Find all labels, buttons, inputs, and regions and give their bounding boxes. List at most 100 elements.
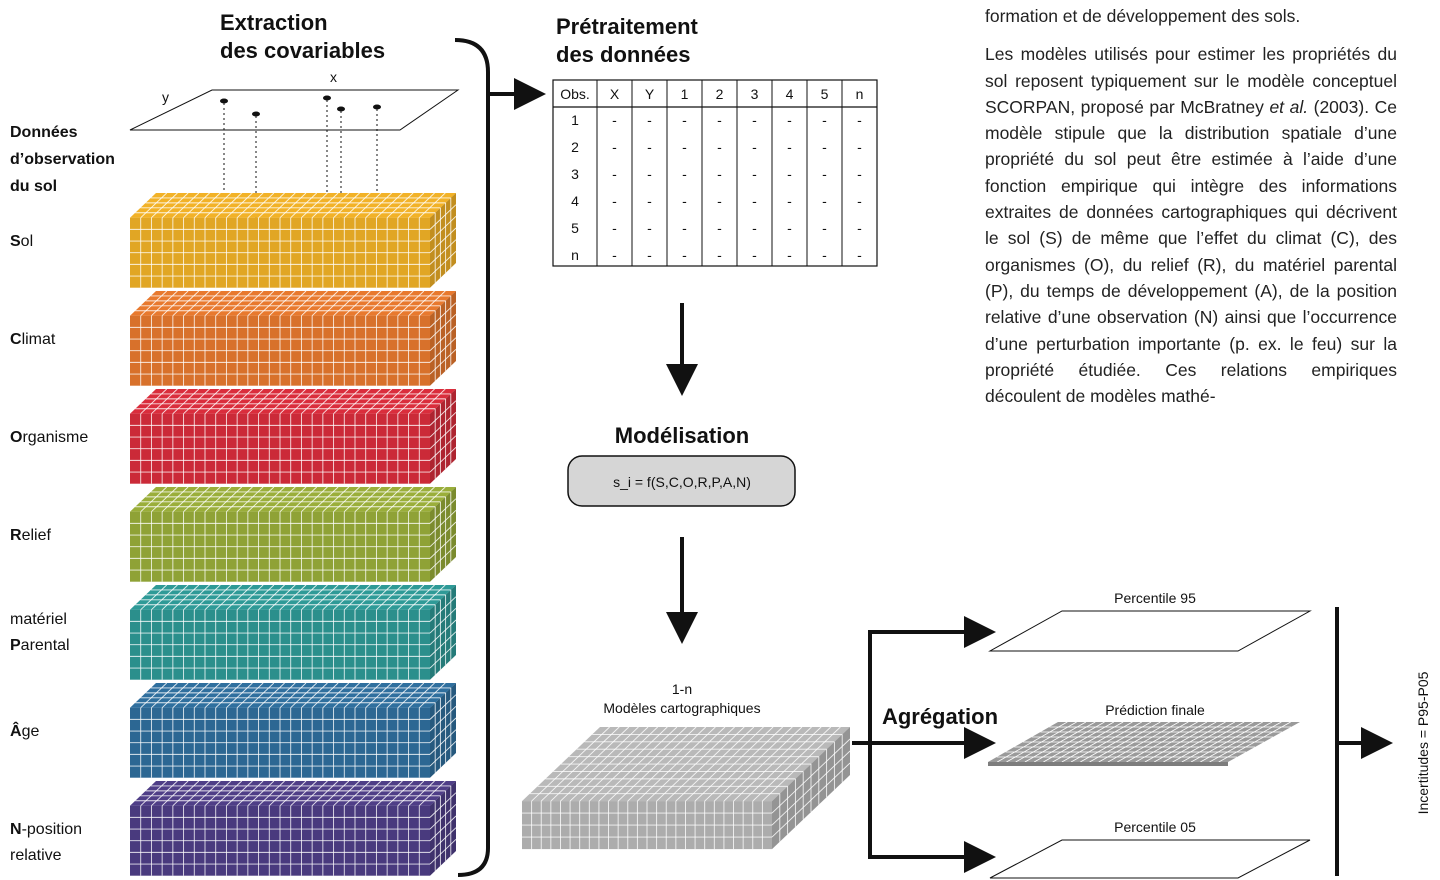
- observation-point: [252, 111, 260, 117]
- table-cell: -: [857, 220, 862, 236]
- table-cell: 3: [571, 166, 579, 182]
- table-cell: -: [717, 166, 722, 182]
- table-cell: -: [822, 112, 827, 128]
- table-cell: -: [682, 247, 687, 263]
- covariate-layer: [130, 682, 457, 778]
- table-cell: -: [717, 193, 722, 209]
- obs-label-line3: du sol: [10, 178, 57, 195]
- table-cell: -: [787, 247, 792, 263]
- slab-grid: [130, 192, 457, 288]
- extraction-title-line1: Extraction: [220, 10, 328, 35]
- models-label-line1: 1-n: [672, 681, 692, 697]
- formula: s_i = f(S,C,O,R,P,A,N): [613, 474, 751, 490]
- table-cell: n: [571, 247, 579, 263]
- slab-grid: [130, 682, 457, 778]
- table-cell: -: [647, 166, 652, 182]
- cartographic-models-block: [522, 726, 851, 850]
- table-header-cell: 1: [681, 86, 689, 102]
- percentile-05-plane: [989, 839, 1311, 879]
- table-frame: [552, 79, 878, 267]
- layer-label: Climat: [10, 331, 56, 348]
- layer-label: Relief: [10, 527, 51, 544]
- models-label-line2: Modèles cartographiques: [603, 700, 760, 716]
- layer-label: Sol: [10, 233, 33, 250]
- covariate-layer: [130, 192, 457, 288]
- table-cell: -: [822, 139, 827, 155]
- layer-label: N-position: [10, 821, 82, 838]
- table-cell: -: [717, 139, 722, 155]
- obs-label-line1: Données: [10, 124, 78, 141]
- table-cell: -: [717, 220, 722, 236]
- final-prediction-grid: [988, 721, 1300, 766]
- table-cell: -: [857, 166, 862, 182]
- table-cell: -: [752, 112, 757, 128]
- table-cell: -: [787, 193, 792, 209]
- extraction-title-line2: des covariables: [220, 38, 385, 63]
- table-cell: -: [612, 139, 617, 155]
- table-header-cell: Y: [645, 86, 655, 102]
- observation-point: [373, 104, 381, 110]
- layer-label-line2: Parental: [10, 637, 70, 654]
- table-cell: -: [787, 166, 792, 182]
- table-cell: -: [857, 193, 862, 209]
- layer-label: matériel: [10, 611, 67, 628]
- covariate-layer: [130, 388, 457, 484]
- extraction-bracket: [454, 38, 490, 877]
- slab-grid: [522, 726, 851, 850]
- table-cell: 2: [571, 139, 579, 155]
- table-cell: -: [752, 220, 757, 236]
- table-cell: -: [682, 220, 687, 236]
- table-cell: -: [717, 112, 722, 128]
- observation-point: [220, 98, 228, 104]
- table-header-cell: n: [856, 86, 864, 102]
- table-cell: -: [752, 139, 757, 155]
- table-cell: 1: [571, 112, 579, 128]
- table-cell: -: [752, 193, 757, 209]
- uncertainty-label: Incertitudes = P95-P05: [1415, 671, 1431, 814]
- table-header-cell: 4: [786, 86, 794, 102]
- slab-grid: [130, 584, 457, 680]
- table-cell: -: [682, 112, 687, 128]
- body-text: formation et de développement des sols. …: [985, 0, 1397, 421]
- final-prediction-label: Prédiction finale: [1105, 702, 1205, 718]
- covariate-layer: [130, 486, 457, 582]
- covariate-layer: [130, 780, 457, 876]
- covariate-layer: [130, 584, 457, 680]
- paragraph-1-tail: formation et de développement des sols.: [985, 6, 1301, 26]
- paragraph-2-italic: et al.: [1269, 96, 1309, 117]
- percentile-95-label: Percentile 95: [1114, 590, 1196, 606]
- table-cell: -: [647, 139, 652, 155]
- paragraph-2-part1: Les modèles utilisés pour estimer les pr…: [985, 44, 1397, 117]
- table-cell: -: [787, 112, 792, 128]
- layer-label: Organisme: [10, 429, 88, 446]
- formula-box: [567, 455, 796, 507]
- obs-label-line2: d’observation: [10, 151, 115, 168]
- aggregation-title: Agrégation: [882, 704, 998, 729]
- slab-grid: [130, 290, 457, 386]
- table-cell: -: [647, 247, 652, 263]
- axis-y-label: y: [162, 89, 169, 105]
- modeling-title: Modélisation: [615, 423, 749, 448]
- slab-grid: [130, 486, 457, 582]
- final-grid-lines: [996, 721, 1291, 763]
- table-cell: -: [822, 220, 827, 236]
- table-cell: -: [752, 166, 757, 182]
- table-cell: -: [857, 112, 862, 128]
- slab-grid: [130, 780, 457, 876]
- table-cell: 5: [571, 220, 579, 236]
- table-cell: -: [647, 220, 652, 236]
- table-cell: -: [857, 139, 862, 155]
- preprocess-title-line1: Prétraitement: [556, 14, 699, 39]
- table-cell: -: [612, 166, 617, 182]
- layer-label: Âge: [10, 721, 39, 740]
- table-header-cell: 5: [821, 86, 829, 102]
- observation-point: [323, 95, 331, 101]
- table-cell: -: [787, 220, 792, 236]
- paragraph-2: Les modèles utilisés pour estimer les pr…: [985, 41, 1397, 409]
- table-cell: -: [647, 193, 652, 209]
- table-cell: -: [787, 139, 792, 155]
